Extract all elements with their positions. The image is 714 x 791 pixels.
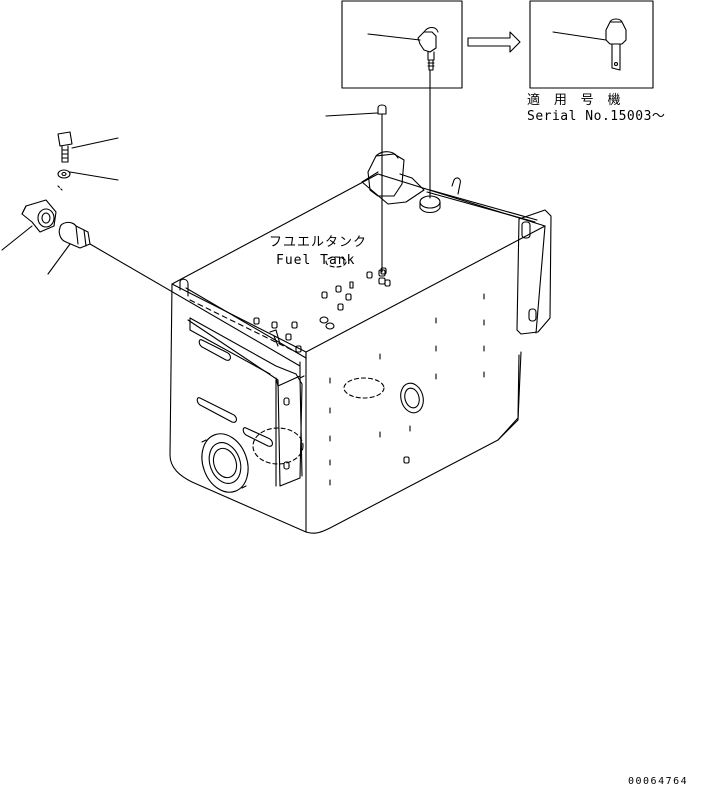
fuel-tank <box>169 151 552 534</box>
face-marks <box>329 293 485 486</box>
applicable-serial-label-jp: 適 用 号 機 <box>527 93 624 108</box>
drawing-number: 00064764 <box>628 776 689 787</box>
fuel-tank-label-en: Fuel Tank <box>276 253 356 268</box>
inset-new-cap <box>529 0 654 89</box>
breather-bolt <box>325 104 387 285</box>
arrow-icon <box>467 31 521 53</box>
fuel-tank-label-jp: フユエルタンク <box>269 235 368 250</box>
sensor-assembly <box>1 131 301 367</box>
top-bolts <box>253 267 391 353</box>
applicable-serial-label-en: Serial No.15003～ <box>527 109 666 124</box>
inset-old-cap <box>341 0 463 89</box>
